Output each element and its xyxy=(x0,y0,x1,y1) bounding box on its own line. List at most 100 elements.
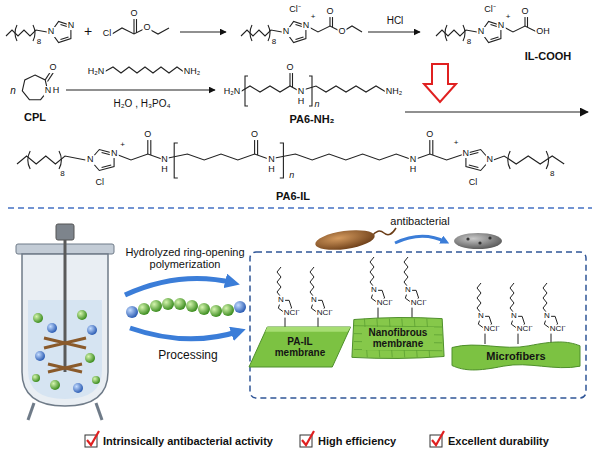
repeat-index: n xyxy=(9,85,17,96)
compound-label: PA6-NH₂ xyxy=(288,113,335,125)
atom-label: O xyxy=(337,27,346,37)
reaction-row-one xyxy=(306,26,362,33)
polymer-bead-chain xyxy=(234,301,246,313)
reaction-row-one xyxy=(501,26,537,33)
reaction-row-two xyxy=(245,76,248,106)
reactor-illustration xyxy=(32,374,40,382)
checkbox-mark xyxy=(87,431,99,445)
reaction-row-one xyxy=(136,18,137,33)
charge-sign: + xyxy=(453,139,460,148)
reactor-illustration xyxy=(33,313,43,323)
checkbox-mark xyxy=(302,431,314,445)
atom-label: N xyxy=(310,296,318,305)
atom-label: NH₂ xyxy=(385,87,404,97)
product-frame xyxy=(250,252,586,398)
reaction-row-two xyxy=(303,86,386,92)
atom-label: Cl⁻ xyxy=(288,5,302,15)
atom-label: N xyxy=(543,312,551,321)
reaction-row-one xyxy=(463,25,465,41)
atom-label: N xyxy=(47,27,56,37)
reactor-illustration xyxy=(16,224,114,420)
atom-label: O xyxy=(520,7,529,17)
product-structure xyxy=(254,139,255,154)
reaction-row-two xyxy=(104,67,184,73)
reaction-row-two xyxy=(22,67,588,112)
reactor-illustration xyxy=(50,380,60,390)
atom-label: NCl⁻ xyxy=(549,325,567,334)
product-structure xyxy=(469,153,479,156)
reaction-row-two xyxy=(48,73,54,82)
reactor-illustration xyxy=(56,224,74,240)
node-body: Microfibers xyxy=(484,350,547,363)
atom-label: N xyxy=(267,155,276,165)
polymer-bead-chain xyxy=(186,300,198,312)
product-structure xyxy=(469,165,479,168)
reactor-illustration xyxy=(44,338,86,348)
atom-label: NCl⁻ xyxy=(376,299,394,308)
reaction-row-one xyxy=(6,30,47,36)
reactor-illustration xyxy=(96,403,102,420)
product-structure xyxy=(147,139,148,154)
subscript-number: 8 xyxy=(36,38,42,47)
plus-sign: + xyxy=(83,24,93,39)
atom-label: O xyxy=(129,9,138,19)
charge-sign: + xyxy=(505,13,512,22)
atom-label: H₂N xyxy=(223,87,242,97)
reaction-row-one xyxy=(296,37,304,40)
bacteria-illustration xyxy=(372,228,396,236)
atom-label: H xyxy=(160,165,169,175)
process-label: Processing xyxy=(157,349,218,362)
imidazolium-pendant xyxy=(543,283,558,344)
atom-label: Cl xyxy=(468,178,479,188)
subscript-number: 8 xyxy=(59,170,65,179)
product-structure xyxy=(493,156,564,164)
product-structure xyxy=(150,139,151,155)
atom-label: N xyxy=(110,149,119,159)
bacteria-illustration xyxy=(314,227,376,253)
reaction-row-one xyxy=(133,18,134,34)
compound-label: CPL xyxy=(23,111,47,123)
atom-label: NCl⁻ xyxy=(516,325,534,334)
product-structure xyxy=(413,154,466,161)
node-text: Nanofibrous membrane xyxy=(362,327,434,350)
atom-label: O xyxy=(250,130,259,140)
checkbox-mark xyxy=(85,431,444,447)
atom-label: N xyxy=(477,27,486,37)
atom-label: N xyxy=(462,149,471,159)
atom-label: O xyxy=(48,63,57,73)
nanofiber-mesh: Nanofibrous membrane xyxy=(350,316,446,360)
process-label: Hydrolyzed ring-opening polymerization xyxy=(117,246,254,270)
atom-label: H₂N xyxy=(87,67,106,77)
reaction-row-one xyxy=(61,37,69,40)
subscript-number: 8 xyxy=(466,38,472,47)
atom-label: NCl⁻ xyxy=(316,309,334,318)
product-structure xyxy=(28,151,30,169)
membrane-sheet-shape xyxy=(265,327,350,332)
membrane-sheet: PA-IL membrane xyxy=(249,327,351,367)
atom-label: N xyxy=(277,296,285,305)
repeat-index: n xyxy=(288,171,295,181)
polymer-bead-chain xyxy=(150,300,162,312)
reactor-illustration xyxy=(35,351,45,361)
reaction-row-two xyxy=(309,76,312,106)
polymer-bead-chain xyxy=(126,306,138,318)
product-structure xyxy=(275,154,413,160)
reactor-illustration xyxy=(87,325,97,335)
atom-label: N xyxy=(302,21,311,31)
polymer-bead-chain xyxy=(198,303,210,315)
imidazolium-pendant xyxy=(477,283,492,344)
reaction-row-one xyxy=(112,28,146,34)
feature-item: High efficiency xyxy=(317,435,397,447)
bacteria-illustration xyxy=(454,233,502,249)
nanofiber-mesh-shape xyxy=(354,349,442,350)
bacteria-illustration xyxy=(314,227,502,253)
hollow-red-arrow xyxy=(424,64,456,102)
reactor-illustration xyxy=(64,240,67,372)
reaction-row-one xyxy=(33,25,35,41)
node-body: PA-IL membrane xyxy=(271,336,329,359)
product-structure xyxy=(508,151,510,169)
atom-label: H xyxy=(409,165,418,175)
bacteria-illustration xyxy=(478,241,481,244)
atom-label: H xyxy=(267,165,276,175)
reactor-illustration xyxy=(92,376,100,384)
